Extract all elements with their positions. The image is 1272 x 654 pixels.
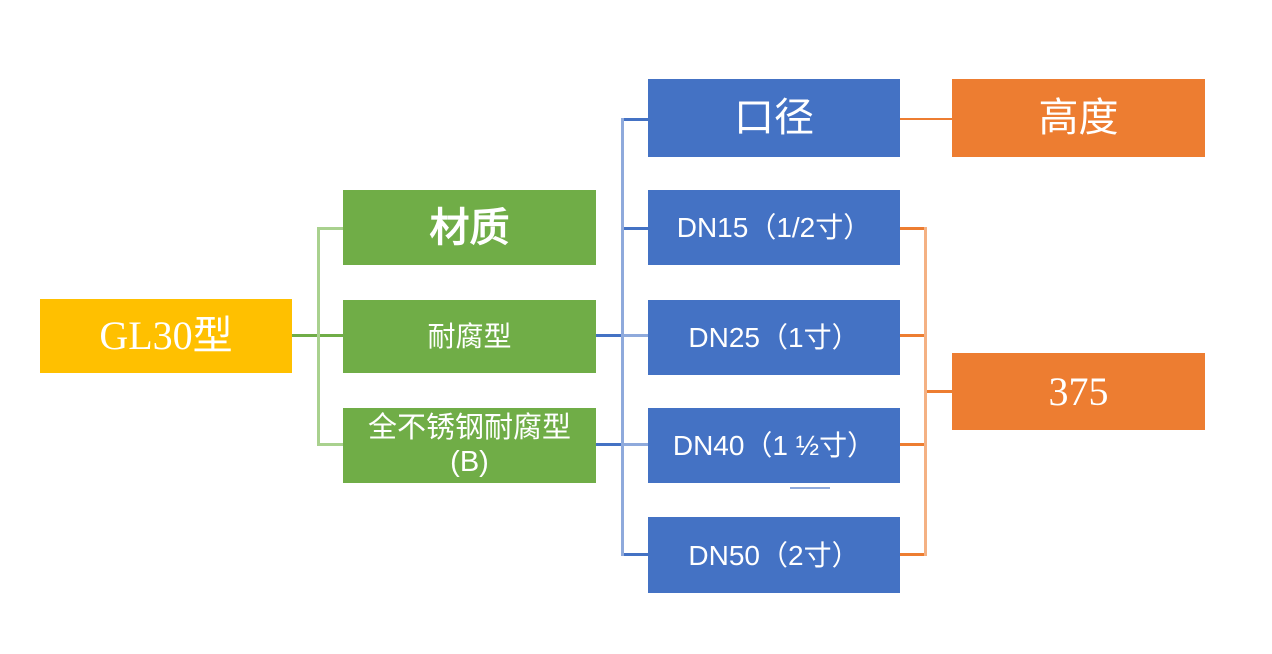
node-material-stainless-line2: (B) <box>450 445 489 478</box>
edge-corrosion-to-diameters <box>596 334 622 337</box>
edge-dn25-to-height <box>900 334 925 337</box>
edge-stainless-to-diameters <box>596 443 622 446</box>
node-material-header: 材质 <box>343 190 596 265</box>
edge-green-branch-stainless <box>320 443 343 446</box>
node-diameter-dn50: DN50（2寸） <box>648 517 900 593</box>
edge-dn50-to-height <box>900 553 925 556</box>
edge-dn40-to-height <box>900 443 925 446</box>
node-diameter-dn40: DN40（1 ½寸） <box>648 408 900 483</box>
edge-orange-spine <box>924 227 927 556</box>
edge-blue-branch-dn40 <box>624 443 648 446</box>
node-material-stainless: 全不锈钢耐腐型 (B) <box>343 408 596 483</box>
node-material-stainless-line1: 全不锈钢耐腐型 <box>367 412 571 445</box>
node-material-corrosion-resistant: 耐腐型 <box>343 300 596 373</box>
edge-blue-dash-under-dn40 <box>790 487 830 489</box>
edge-blue-branch-diameter-header <box>624 118 648 121</box>
node-height-header: 高度 <box>952 79 1205 157</box>
edge-orange-branch-375 <box>927 390 952 393</box>
edge-dn15-to-height <box>900 227 925 230</box>
edge-blue-branch-dn15 <box>624 227 648 230</box>
node-diameter-dn15: DN15（1/2寸） <box>648 190 900 265</box>
edge-blue-branch-dn25 <box>624 334 648 337</box>
edge-green-branch-material-header <box>320 227 343 230</box>
node-diameter-dn25: DN25（1寸） <box>648 300 900 375</box>
edge-blue-spine <box>621 118 624 556</box>
node-height-value: 375 <box>952 353 1205 430</box>
edge-diameter-header-to-height-header <box>900 118 952 120</box>
node-root-gl30: GL30型 <box>40 299 292 373</box>
edge-green-spine <box>317 227 320 446</box>
edge-blue-branch-dn50 <box>624 553 648 556</box>
node-diameter-header: 口径 <box>648 79 900 157</box>
